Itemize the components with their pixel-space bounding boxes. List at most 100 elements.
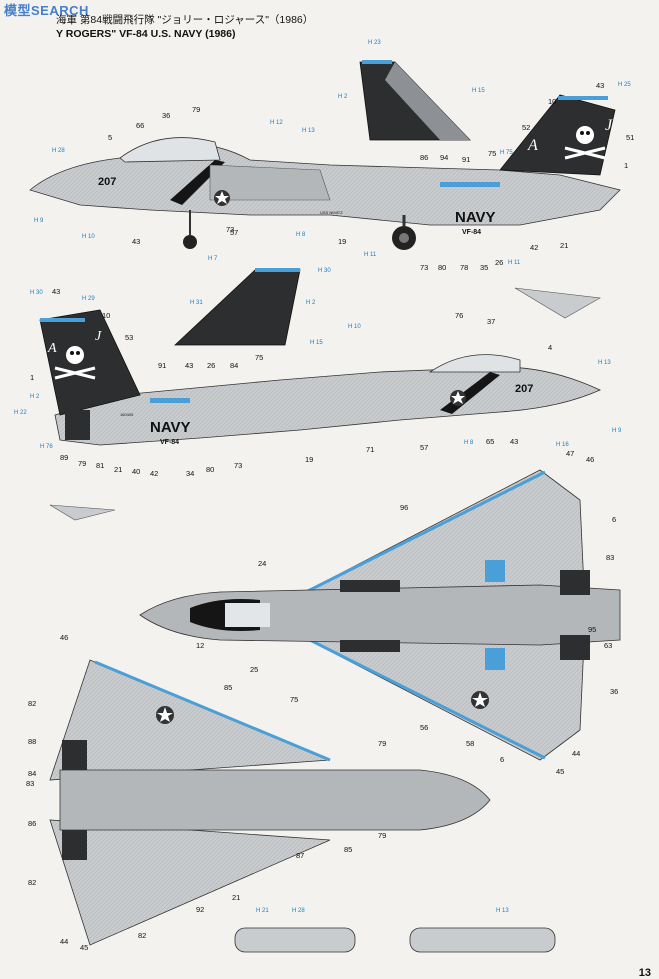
svg-text:H 13: H 13 <box>598 360 611 366</box>
svg-text:85: 85 <box>344 845 352 854</box>
side-view-right: A J NAVY VF-84 207 160405 <box>39 268 601 446</box>
side-view-left: A J NAVY VF-84 207 USS NIMITZ <box>29 60 621 250</box>
svg-text:H 2: H 2 <box>338 94 348 100</box>
svg-text:79: 79 <box>192 105 200 114</box>
svg-text:H 16: H 16 <box>556 442 569 448</box>
svg-text:1: 1 <box>30 373 34 382</box>
watermark-logo: 模型SEARCH <box>4 3 89 18</box>
svg-text:87: 87 <box>296 851 304 860</box>
svg-text:35: 35 <box>480 263 488 272</box>
svg-text:H 25: H 25 <box>618 82 631 88</box>
svg-text:H 31: H 31 <box>190 300 203 306</box>
svg-text:H 11: H 11 <box>364 252 377 258</box>
bottom-fuselage <box>59 769 491 831</box>
svg-text:34: 34 <box>186 469 194 478</box>
squadron-text-side-2: VF-84 <box>160 439 179 446</box>
svg-text:H 10: H 10 <box>82 234 95 240</box>
svg-text:43: 43 <box>596 81 604 90</box>
svg-text:45: 45 <box>556 767 564 776</box>
svg-text:57: 57 <box>420 443 428 452</box>
svg-text:83: 83 <box>606 553 614 562</box>
modex-side-2: 207 <box>515 383 533 395</box>
svg-text:79: 79 <box>378 831 386 840</box>
svg-text:H 75: H 75 <box>500 150 513 156</box>
svg-text:J: J <box>95 329 102 344</box>
svg-text:56: 56 <box>420 723 428 732</box>
svg-text:76: 76 <box>455 311 463 320</box>
svg-text:1: 1 <box>624 161 628 170</box>
svg-text:H 28: H 28 <box>52 148 65 154</box>
svg-text:43: 43 <box>52 287 60 296</box>
svg-text:5: 5 <box>108 133 112 142</box>
svg-text:46: 46 <box>586 455 594 464</box>
bureau-no-side-2: 160405 <box>120 412 134 417</box>
svg-text:42: 42 <box>530 243 538 252</box>
squadron-text-side-1: VF-84 <box>462 229 481 236</box>
h-callouts: H 23 H 12 H 13 H 75 H 9 H 2 H 28 H 8 H 1… <box>14 40 631 914</box>
svg-text:73: 73 <box>420 263 428 272</box>
tail-fin-detached-2 <box>173 269 301 346</box>
svg-text:H 2: H 2 <box>306 300 316 306</box>
svg-text:92: 92 <box>196 905 204 914</box>
navy-text-side-1: NAVY <box>455 209 496 226</box>
svg-text:6: 6 <box>500 755 504 764</box>
svg-text:H 15: H 15 <box>310 340 323 346</box>
svg-text:86: 86 <box>420 153 428 162</box>
svg-text:37: 37 <box>487 317 495 326</box>
svg-text:85: 85 <box>224 683 232 692</box>
svg-text:79: 79 <box>78 459 86 468</box>
svg-text:10: 10 <box>548 97 556 106</box>
svg-text:21: 21 <box>560 241 568 250</box>
canopy-side-1 <box>119 137 221 163</box>
svg-text:75: 75 <box>255 353 263 362</box>
svg-text:81: 81 <box>96 461 104 470</box>
svg-text:24: 24 <box>258 559 266 568</box>
svg-text:12: 12 <box>196 641 204 650</box>
svg-text:40: 40 <box>132 467 140 476</box>
svg-text:H 13: H 13 <box>302 128 315 134</box>
svg-text:58: 58 <box>466 739 474 748</box>
svg-text:H 9: H 9 <box>612 428 622 434</box>
svg-text:75: 75 <box>488 149 496 158</box>
svg-text:84: 84 <box>28 769 36 778</box>
svg-text:H 8: H 8 <box>296 232 306 238</box>
svg-text:H 30: H 30 <box>30 290 43 296</box>
svg-text:71: 71 <box>366 445 374 454</box>
top-view <box>139 469 621 761</box>
svg-text:44: 44 <box>572 749 580 758</box>
svg-text:86: 86 <box>28 819 36 828</box>
svg-text:19: 19 <box>338 237 346 246</box>
svg-text:H 22: H 22 <box>14 410 27 416</box>
svg-text:26: 26 <box>495 258 503 267</box>
svg-text:52: 52 <box>522 123 530 132</box>
tail-code-side-1: A <box>527 137 538 154</box>
svg-text:21: 21 <box>114 465 122 474</box>
svg-text:80: 80 <box>206 465 214 474</box>
svg-text:H 30: H 30 <box>318 268 331 274</box>
svg-text:43: 43 <box>510 437 518 446</box>
svg-text:53: 53 <box>125 333 133 342</box>
svg-text:H 29: H 29 <box>82 296 95 302</box>
svg-text:75: 75 <box>290 695 298 704</box>
svg-text:78: 78 <box>460 263 468 272</box>
svg-text:88: 88 <box>28 737 36 746</box>
svg-text:96: 96 <box>400 503 408 512</box>
bottom-view <box>49 659 491 946</box>
svg-text:36: 36 <box>610 687 618 696</box>
svg-text:82: 82 <box>28 699 36 708</box>
page-title-english: Y ROGERS" VF-84 U.S. NAVY (1986) <box>56 28 236 40</box>
ship-name-side-1: USS NIMITZ <box>320 210 343 215</box>
svg-text:57: 57 <box>230 228 238 237</box>
svg-text:H 28: H 28 <box>292 908 305 914</box>
svg-text:91: 91 <box>462 155 470 164</box>
loose-part-1 <box>514 287 601 319</box>
callouts-side-lower: 43 10 53 1 75 91 43 26 84 76 37 4 89 79 … <box>30 287 552 478</box>
svg-text:94: 94 <box>440 153 448 162</box>
svg-text:45: 45 <box>80 943 88 952</box>
loose-part-2 <box>49 504 116 521</box>
svg-text:H 13: H 13 <box>496 908 509 914</box>
svg-text:80: 80 <box>438 263 446 272</box>
svg-text:H 7: H 7 <box>208 256 218 262</box>
svg-text:73: 73 <box>234 461 242 470</box>
